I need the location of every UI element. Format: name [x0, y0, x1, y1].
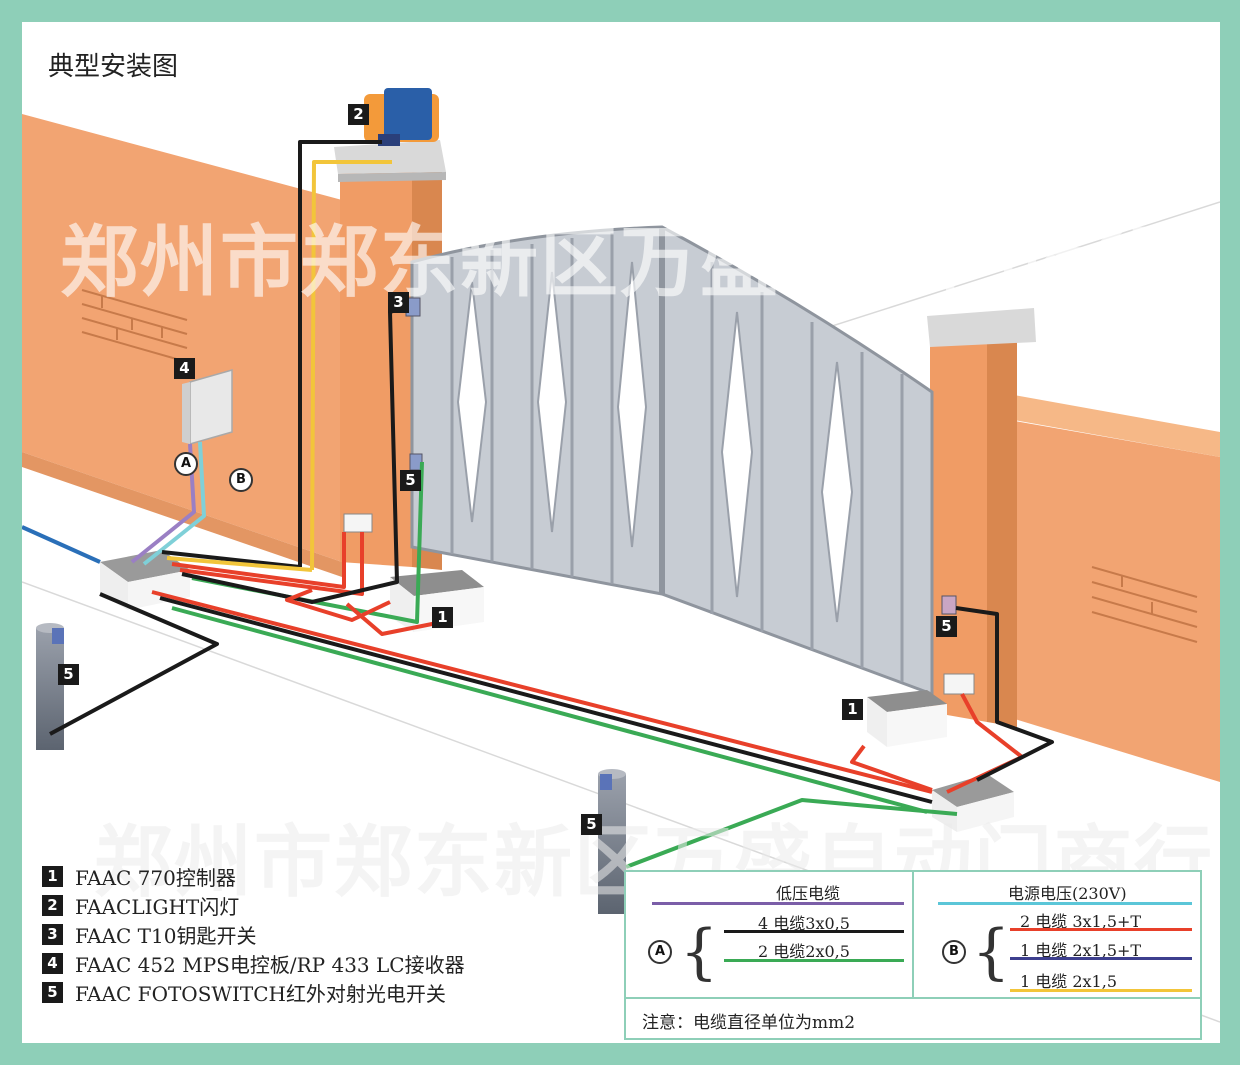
cable-green-long: [171, 606, 928, 814]
operator-box-right: [867, 690, 947, 747]
legend-item: 3 FAAC T10钥匙开关: [42, 920, 465, 949]
brace-b: {: [972, 917, 1011, 987]
mains-row-3: 1 电缆 2x1,5: [1020, 972, 1118, 991]
cable-cyan: [142, 441, 206, 566]
cable-red-long: [151, 590, 933, 794]
mains-header-line: [938, 902, 1192, 905]
left-wall: [22, 114, 342, 577]
low-voltage-row-2: 2 电缆2x0,5: [758, 942, 850, 961]
legend-number: 1: [42, 866, 63, 887]
legend-text: FAAC FOTOSWITCH红外对射光电开关: [75, 982, 446, 1006]
table-note: 注意：电缆直径单位为mm2: [642, 1013, 856, 1033]
brick-pattern: [81, 289, 188, 363]
legend-number: 2: [42, 895, 63, 916]
cable-black-long: [159, 596, 933, 804]
callout-3-key-switch: 3: [388, 292, 409, 313]
watermark-top: 郑州市郑东新区万盛自动门商行: [60, 218, 1181, 308]
swing-gate: [410, 225, 934, 697]
table-divider-horizontal: [626, 997, 1200, 999]
callout-5-photocell-post-left: 5: [58, 664, 79, 685]
legend-number: 3: [42, 924, 63, 945]
right-wall: [992, 392, 1220, 782]
installation-scene: [22, 88, 1220, 1023]
gate-bars: [450, 233, 904, 682]
low-voltage-line-1: [724, 930, 904, 933]
group-b-badge: B: [942, 940, 966, 964]
legend-text: FAAC T10钥匙开关: [75, 924, 257, 948]
diagram-canvas: 典型安装图 郑州市郑东新区万盛自动门商行 郑州市郑东新区万盛自动门商行 2 3 …: [22, 22, 1220, 1043]
brick-pattern-right: [1091, 566, 1198, 643]
legend-number: 5: [42, 982, 63, 1003]
flashing-light: [364, 88, 439, 146]
cable-flash-black: [298, 140, 382, 567]
legend-item: 2 FAACLIGHT闪灯: [42, 891, 465, 920]
callout-5-photocell-right-pillar: 5: [936, 616, 957, 637]
callout-5-photocell-pillar: 5: [400, 470, 421, 491]
table-divider-vertical: [912, 872, 914, 997]
cable-group-b-label: B: [229, 468, 253, 492]
control-board-box: [182, 369, 233, 445]
cable-mains-blue: [22, 525, 101, 564]
group-a-badge: A: [648, 940, 672, 964]
photocell-post-right: [598, 769, 626, 914]
cable-photocell-black: [49, 592, 219, 736]
mains-line-1: [1010, 928, 1192, 931]
legend-item: 5 FAAC FOTOSWITCH红外对射光电开关: [42, 978, 465, 1007]
callout-2-flash-light: 2: [348, 104, 369, 125]
page-title: 典型安装图: [48, 52, 179, 82]
low-voltage-header-line: [652, 902, 904, 905]
legend-text: FAAC 452 MPS电控板/RP 433 LC接收器: [75, 953, 465, 977]
low-voltage-row-1: 4 电缆3x0,5: [758, 914, 850, 933]
callout-1-right-operator: 1: [842, 699, 863, 720]
low-voltage-header: 低压电缆: [776, 884, 841, 903]
callout-5-photocell-post-right: 5: [581, 814, 602, 835]
legend-item: 4 FAAC 452 MPS电控板/RP 433 LC接收器: [42, 949, 465, 978]
legend-text: FAACLIGHT闪灯: [75, 895, 240, 919]
gate-diamonds: [456, 261, 854, 623]
brace-a: {: [680, 917, 719, 987]
callout-1-left-operator: 1: [432, 607, 453, 628]
legend-number: 4: [42, 953, 63, 974]
photocell-on-right-pillar: [941, 595, 957, 615]
mains-header: 电源电压(230V): [1008, 884, 1127, 903]
legend-text: FAAC 770控制器: [75, 866, 236, 890]
connection-box-right: [943, 673, 975, 695]
mains-line-3: [1010, 989, 1192, 992]
connection-box-left: [343, 513, 373, 533]
callout-4-control-board: 4: [174, 358, 195, 379]
low-voltage-line-2: [724, 959, 904, 962]
legend-item: 1 FAAC 770控制器: [42, 862, 465, 891]
mains-row-2: 1 电缆 2x1,5+T: [1020, 941, 1142, 960]
cable-red-left: [171, 532, 346, 589]
cable-spec-table: 低压电缆 A { 4 电缆3x0,5 2 电缆2x0,5 电源电压(230V) …: [624, 870, 1202, 1040]
cable-group-a-label: A: [174, 452, 198, 476]
cable-flash-yellow: [310, 160, 392, 571]
mains-row-1: 2 电缆 3x1,5+T: [1020, 912, 1142, 931]
mains-line-2: [1010, 957, 1192, 960]
